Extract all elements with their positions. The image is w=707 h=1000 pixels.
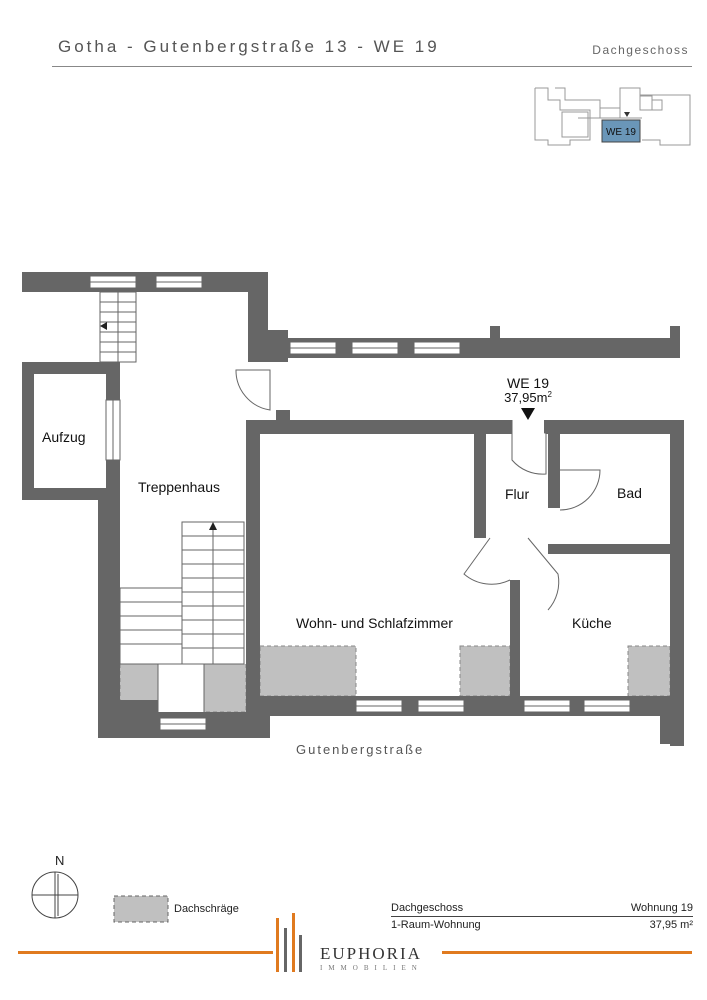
window-lines — [90, 281, 630, 725]
header-divider — [52, 66, 692, 67]
key-plan-unit-label: WE 19 — [606, 127, 636, 138]
room-label-living: Wohn- und Schlafzimmer — [296, 615, 453, 631]
compass-north-label: N — [55, 853, 65, 868]
room-label-stairwell: Treppenhaus — [138, 479, 220, 495]
stair-up-arrow — [209, 522, 217, 530]
room-label-kitchen: Küche — [572, 615, 612, 631]
unit-area: 37,95m2 — [504, 390, 552, 405]
page-title: Gotha - Gutenbergstraße 13 - WE 19 — [58, 37, 440, 56]
unit-name: WE 19 — [507, 375, 549, 391]
info-floor: Dachgeschoss — [391, 902, 464, 914]
room-label-hall: Flur — [505, 486, 529, 502]
entry-marker — [521, 408, 535, 420]
info-divider — [391, 916, 693, 917]
brand-name: EUPHORIA — [320, 944, 422, 963]
street-label: Gutenbergstraße — [296, 742, 424, 757]
info-type: 1-Raum-Wohnung — [391, 919, 481, 931]
room-label-elevator: Aufzug — [42, 429, 86, 445]
legend-slope-swatch — [113, 895, 169, 923]
compass — [31, 871, 79, 919]
stairs — [99, 291, 245, 712]
key-plan-highlight — [601, 119, 641, 143]
legend-slope-label: Dachschräge — [174, 903, 239, 915]
info-row-1: Dachgeschoss Wohnung 19 — [391, 902, 693, 914]
info-row-2: 1-Raum-Wohnung 37,95 m² — [391, 919, 693, 931]
doors — [235, 369, 601, 611]
brand-tagline: IMMOBILIEN — [320, 964, 423, 972]
info-apartment: Wohnung 19 — [630, 902, 693, 914]
key-plan — [534, 87, 691, 146]
info-area: 37,95 m² — [649, 919, 693, 931]
floor-label: Dachgeschoss — [592, 43, 689, 57]
brand-lines — [18, 913, 692, 972]
stair-arrow-top — [100, 322, 107, 330]
key-plan-entry-marker — [624, 112, 630, 117]
room-label-bath: Bad — [617, 485, 642, 501]
